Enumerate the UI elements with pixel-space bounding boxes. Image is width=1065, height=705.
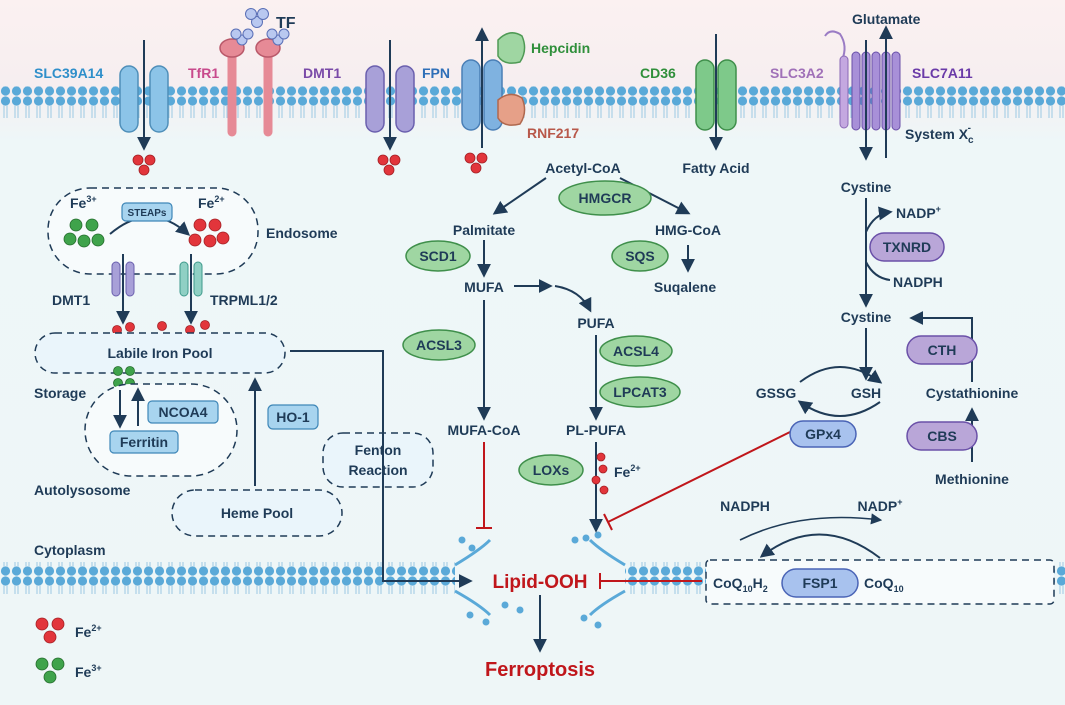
label-acsl3: ACSL3 [416, 337, 462, 353]
label-slc7a11: SLC7A11 [912, 65, 973, 81]
label-heme-pool: Heme Pool [221, 505, 293, 521]
label-endosome: Endosome [266, 225, 338, 241]
fe2-dots-top [132, 152, 488, 176]
label-cbs: CBS [927, 428, 957, 444]
label-pufa: PUFA [577, 315, 614, 331]
inhibition-lines [476, 431, 791, 589]
label-txnrd-nadp: NADP+ [896, 204, 941, 221]
label-cystine-mid: Cystine [841, 309, 892, 325]
endosome [47, 187, 259, 325]
label-ferroptosis: Ferroptosis [485, 659, 595, 681]
label-fenton-1: Fenton [355, 442, 402, 458]
label-slc39a14: SLC39A14 [34, 65, 103, 81]
label-endo-fe3: Fe3+ [70, 194, 97, 211]
label-dmt1-top: DMT1 [303, 65, 341, 81]
label-steaps: STEAPs [128, 208, 167, 219]
label-palmitate: Palmitate [453, 222, 515, 238]
label-loxs: LOXs [533, 462, 570, 478]
label-dmt1-endo: DMT1 [52, 292, 90, 308]
label-loxs-fe2: Fe2+ [614, 463, 641, 480]
fpn-transporter [461, 27, 526, 148]
label-mufa-coa: MUFA-CoA [447, 422, 520, 438]
label-gsh: GSH [851, 385, 881, 401]
fenton-reaction [290, 350, 473, 588]
legend-fe2-dots [35, 617, 65, 644]
fe2-dots-loxs [591, 452, 609, 495]
label-slc3a2: SLC3A2 [770, 65, 824, 81]
label-hmgcr: HMGCR [579, 190, 632, 206]
label-cystathionine: Cystathionine [926, 385, 1019, 401]
system-xc-transporter [824, 25, 901, 161]
label-gssg: GSSG [756, 385, 797, 401]
green-enzymes [402, 180, 681, 486]
label-fsp1: FSP1 [802, 575, 837, 591]
label-mufa: MUFA [464, 279, 504, 295]
label-methionine: Methionine [935, 471, 1009, 487]
label-coq10: CoQ10 [864, 575, 904, 594]
label-txnrd-nadph: NADPH [893, 274, 943, 290]
label-fsp1-nadph: NADPH [720, 498, 770, 514]
label-tf: TF [276, 15, 296, 32]
label-glutamate: Glutamate [852, 11, 921, 27]
autolysosome [84, 366, 238, 477]
label-ho1: HO-1 [276, 409, 310, 425]
labile-iron-pool [34, 320, 286, 374]
label-pl-pufa: PL-PUFA [566, 422, 626, 438]
label-cytoplasm: Cytoplasm [34, 542, 106, 558]
label-lipid-ooh: Lipid-OOH [493, 572, 588, 593]
label-cth: CTH [928, 342, 957, 358]
label-labile-iron-pool: Labile Iron Pool [107, 345, 212, 361]
label-endo-fe2: Fe2+ [198, 194, 225, 211]
label-txnrd: TXNRD [883, 239, 931, 255]
label-sqs: SQS [625, 248, 655, 264]
label-hepcidin: Hepcidin [531, 40, 590, 56]
label-autolysosome: Autolysosome [34, 482, 131, 498]
label-ncoa4: NCOA4 [158, 404, 207, 420]
label-ferritin: Ferritin [120, 434, 168, 450]
purple-enzymes [869, 232, 978, 451]
label-fpn: FPN [422, 65, 450, 81]
label-gpx4: GPx4 [805, 426, 841, 442]
label-system-xc: System Xc- [905, 123, 974, 146]
label-acsl4: ACSL4 [613, 343, 659, 359]
label-lpcat3: LPCAT3 [613, 384, 667, 400]
slc39a14-transporter [119, 40, 169, 151]
blue-enzymes [781, 420, 859, 598]
label-cystine-top: Cystine [841, 179, 892, 195]
label-rnf217: RNF217 [527, 125, 579, 141]
lipid-arrows [477, 177, 695, 653]
label-hmg-coa: HMG-CoA [655, 222, 721, 238]
heme-pool [171, 377, 343, 537]
tf-molecule [245, 8, 269, 28]
label-suqalene: Suqalene [654, 279, 716, 295]
dmt1-transporter [365, 40, 415, 151]
label-acetyl-coa: Acetyl-CoA [545, 160, 620, 176]
label-storage: Storage [34, 385, 86, 401]
legend-fe2-label: Fe2+ [75, 623, 102, 640]
cd36-transporter [695, 34, 737, 151]
label-coq10h2: CoQ10H2 [713, 575, 768, 594]
label-fenton-2: Reaction [348, 462, 407, 478]
tfr1-receptor [219, 28, 290, 137]
gsh-arrows [797, 198, 979, 462]
legend-fe3-dots [35, 657, 65, 684]
label-trpml: TRPML1/2 [210, 292, 278, 308]
label-scd1: SCD1 [419, 248, 457, 264]
label-fatty-acid: Fatty Acid [682, 160, 749, 176]
label-cd36: CD36 [640, 65, 676, 81]
legend-fe3-label: Fe3+ [75, 663, 102, 680]
label-tfr1: TfR1 [188, 65, 219, 81]
label-fsp1-nadp: NADP+ [858, 497, 903, 514]
